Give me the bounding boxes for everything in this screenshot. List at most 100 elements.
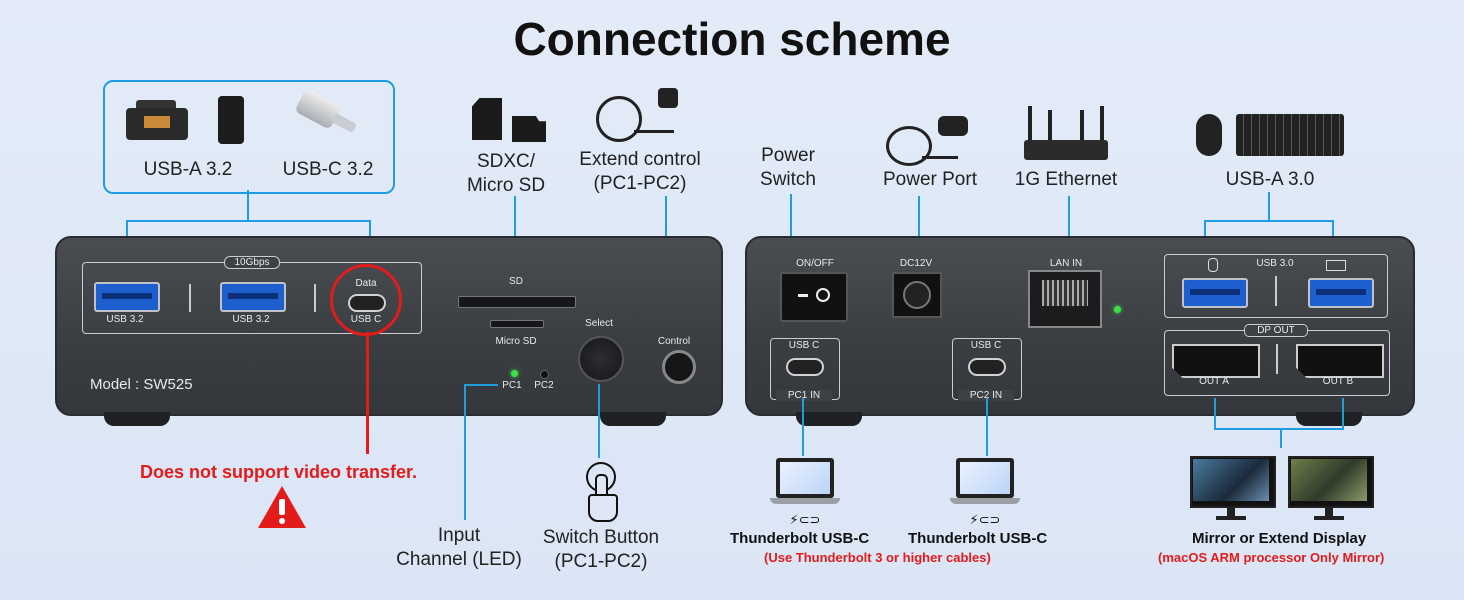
connector-line xyxy=(1204,220,1334,222)
usb-a-callout-label: USB-A 3.2 xyxy=(143,159,233,180)
external-drive-icon xyxy=(218,96,244,144)
switch-button-callout-label: Switch Button (PC1-PC2) xyxy=(542,527,660,572)
select-label: Select xyxy=(585,318,613,329)
laptop-icon xyxy=(950,458,1020,510)
connector-line xyxy=(802,398,804,456)
usb-port-1-label: USB 3.2 xyxy=(106,314,144,325)
warning-triangle-icon xyxy=(258,486,306,528)
extend-control-cable-icon xyxy=(596,86,686,142)
usb30-port-mouse[interactable] xyxy=(1182,278,1248,308)
connector-line xyxy=(918,196,920,248)
connector-line xyxy=(790,194,792,248)
dp-port-b[interactable] xyxy=(1296,344,1384,378)
micro-sd-card-icon xyxy=(512,116,546,142)
laptop-icon xyxy=(770,458,840,510)
keyboard-icon xyxy=(1236,114,1344,156)
connector-line xyxy=(1214,398,1216,428)
pc2-usbc-label: USB C xyxy=(970,340,1002,351)
micro-sd-slot[interactable] xyxy=(490,320,544,328)
sd-card-icon xyxy=(472,98,502,140)
lan-port[interactable] xyxy=(1028,270,1102,328)
usb-devices-callout-box xyxy=(103,80,395,194)
hand-press-icon xyxy=(582,462,618,522)
connector-line xyxy=(514,196,516,268)
video-warning-text: Does not support video transfer. xyxy=(140,462,418,482)
thunderbolt-icon: ⚡⊂⊃ xyxy=(969,512,1001,527)
connector-line xyxy=(1332,220,1334,248)
power-adapter-icon xyxy=(886,112,972,166)
thunderbolt-icon: ⚡⊂⊃ xyxy=(789,512,821,527)
pc1-usbc-label: USB C xyxy=(788,340,820,351)
pc1-in-label: PC1 IN xyxy=(776,390,832,401)
usb-a-30-callout-label: USB-A 3.0 xyxy=(1225,169,1315,190)
usb-a-port-1[interactable] xyxy=(94,282,160,312)
divider xyxy=(189,284,191,312)
power-switch[interactable] xyxy=(780,272,848,322)
mirror-extend-label: Mirror or Extend Display xyxy=(1192,530,1367,547)
mouse-port-icon xyxy=(1208,258,1218,272)
warning-connector-line xyxy=(366,332,369,454)
divider xyxy=(314,284,316,312)
dp-port-a[interactable] xyxy=(1172,344,1260,378)
sd-callout-label: SDXC/ Micro SD xyxy=(466,151,546,196)
printer-icon xyxy=(126,100,188,140)
onoff-label: ON/OFF xyxy=(796,258,834,269)
device-foot xyxy=(796,412,862,426)
monitor-icon xyxy=(1288,456,1374,522)
connector-line xyxy=(598,384,600,458)
thunderbolt-usbc-1-label: Thunderbolt USB-C xyxy=(730,530,870,547)
select-button[interactable] xyxy=(578,336,624,382)
device-foot xyxy=(104,412,170,426)
pc2-usb-c-port[interactable] xyxy=(968,358,1006,376)
usb30-port-bay xyxy=(1164,254,1388,318)
connector-line xyxy=(1204,220,1206,248)
router-icon xyxy=(1024,104,1108,162)
micro-sd-slot-label: Micro SD xyxy=(495,336,537,347)
device-foot xyxy=(600,412,666,426)
input-channel-callout-label: Input Channel (LED) xyxy=(396,525,522,570)
divider xyxy=(1275,276,1277,306)
connector-line xyxy=(126,220,128,238)
thunderbolt-usbc-2-label: Thunderbolt USB-C xyxy=(908,530,1048,547)
pc1-led-label: PC1 xyxy=(502,380,522,391)
connector-line xyxy=(126,220,371,222)
thunderbolt-cable-note: (Use Thunderbolt 3 or higher cables) xyxy=(764,550,991,565)
usb30-port-keyboard[interactable] xyxy=(1308,278,1374,308)
page-title: Connection scheme xyxy=(513,13,951,65)
sd-slot[interactable] xyxy=(458,296,576,308)
power-port-callout-label: Power Port xyxy=(883,169,977,190)
connector-line xyxy=(1068,196,1070,248)
connector-line xyxy=(1268,192,1270,220)
connector-line xyxy=(247,190,249,220)
connector-line xyxy=(464,384,466,520)
pc1-usb-c-port[interactable] xyxy=(786,358,824,376)
divider xyxy=(1276,344,1278,374)
usb-a-port-2[interactable] xyxy=(220,282,286,312)
out-a-label: OUT A xyxy=(1199,376,1229,387)
pc2-led-label: PC2 xyxy=(534,380,554,391)
control-jack[interactable] xyxy=(662,350,696,384)
connector-line xyxy=(464,384,498,386)
usb-port-2-label: USB 3.2 xyxy=(232,314,270,325)
connector-line xyxy=(1280,428,1282,448)
ethernet-callout-label: 1G Ethernet xyxy=(1014,169,1118,190)
power-switch-callout-label: Power Switch xyxy=(760,145,816,190)
connector-line xyxy=(369,220,371,238)
mouse-icon xyxy=(1196,114,1222,156)
usb-c-port-label: USB C xyxy=(350,314,382,325)
pc2-led xyxy=(540,370,549,379)
usb-flash-drive-icon xyxy=(294,88,362,136)
connector-line xyxy=(986,398,988,456)
out-b-label: OUT B xyxy=(1322,376,1354,387)
dc-power-jack[interactable] xyxy=(892,272,942,318)
speed-badge: 10Gbps xyxy=(224,256,280,269)
lan-label: LAN IN xyxy=(1049,258,1083,269)
model-label: Model : SW525 xyxy=(90,376,193,393)
pc1-led xyxy=(511,370,518,377)
pc2-in-label: PC2 IN xyxy=(958,390,1014,401)
mirror-note: (macOS ARM processor Only Mirror) xyxy=(1158,550,1385,565)
usb-c-data-port[interactable] xyxy=(348,294,386,312)
usb-c-port-top-label: Data xyxy=(355,278,377,289)
usb-c-callout-label: USB-C 3.2 xyxy=(282,159,374,180)
extend-control-callout-label: Extend control (PC1-PC2) xyxy=(579,149,701,194)
